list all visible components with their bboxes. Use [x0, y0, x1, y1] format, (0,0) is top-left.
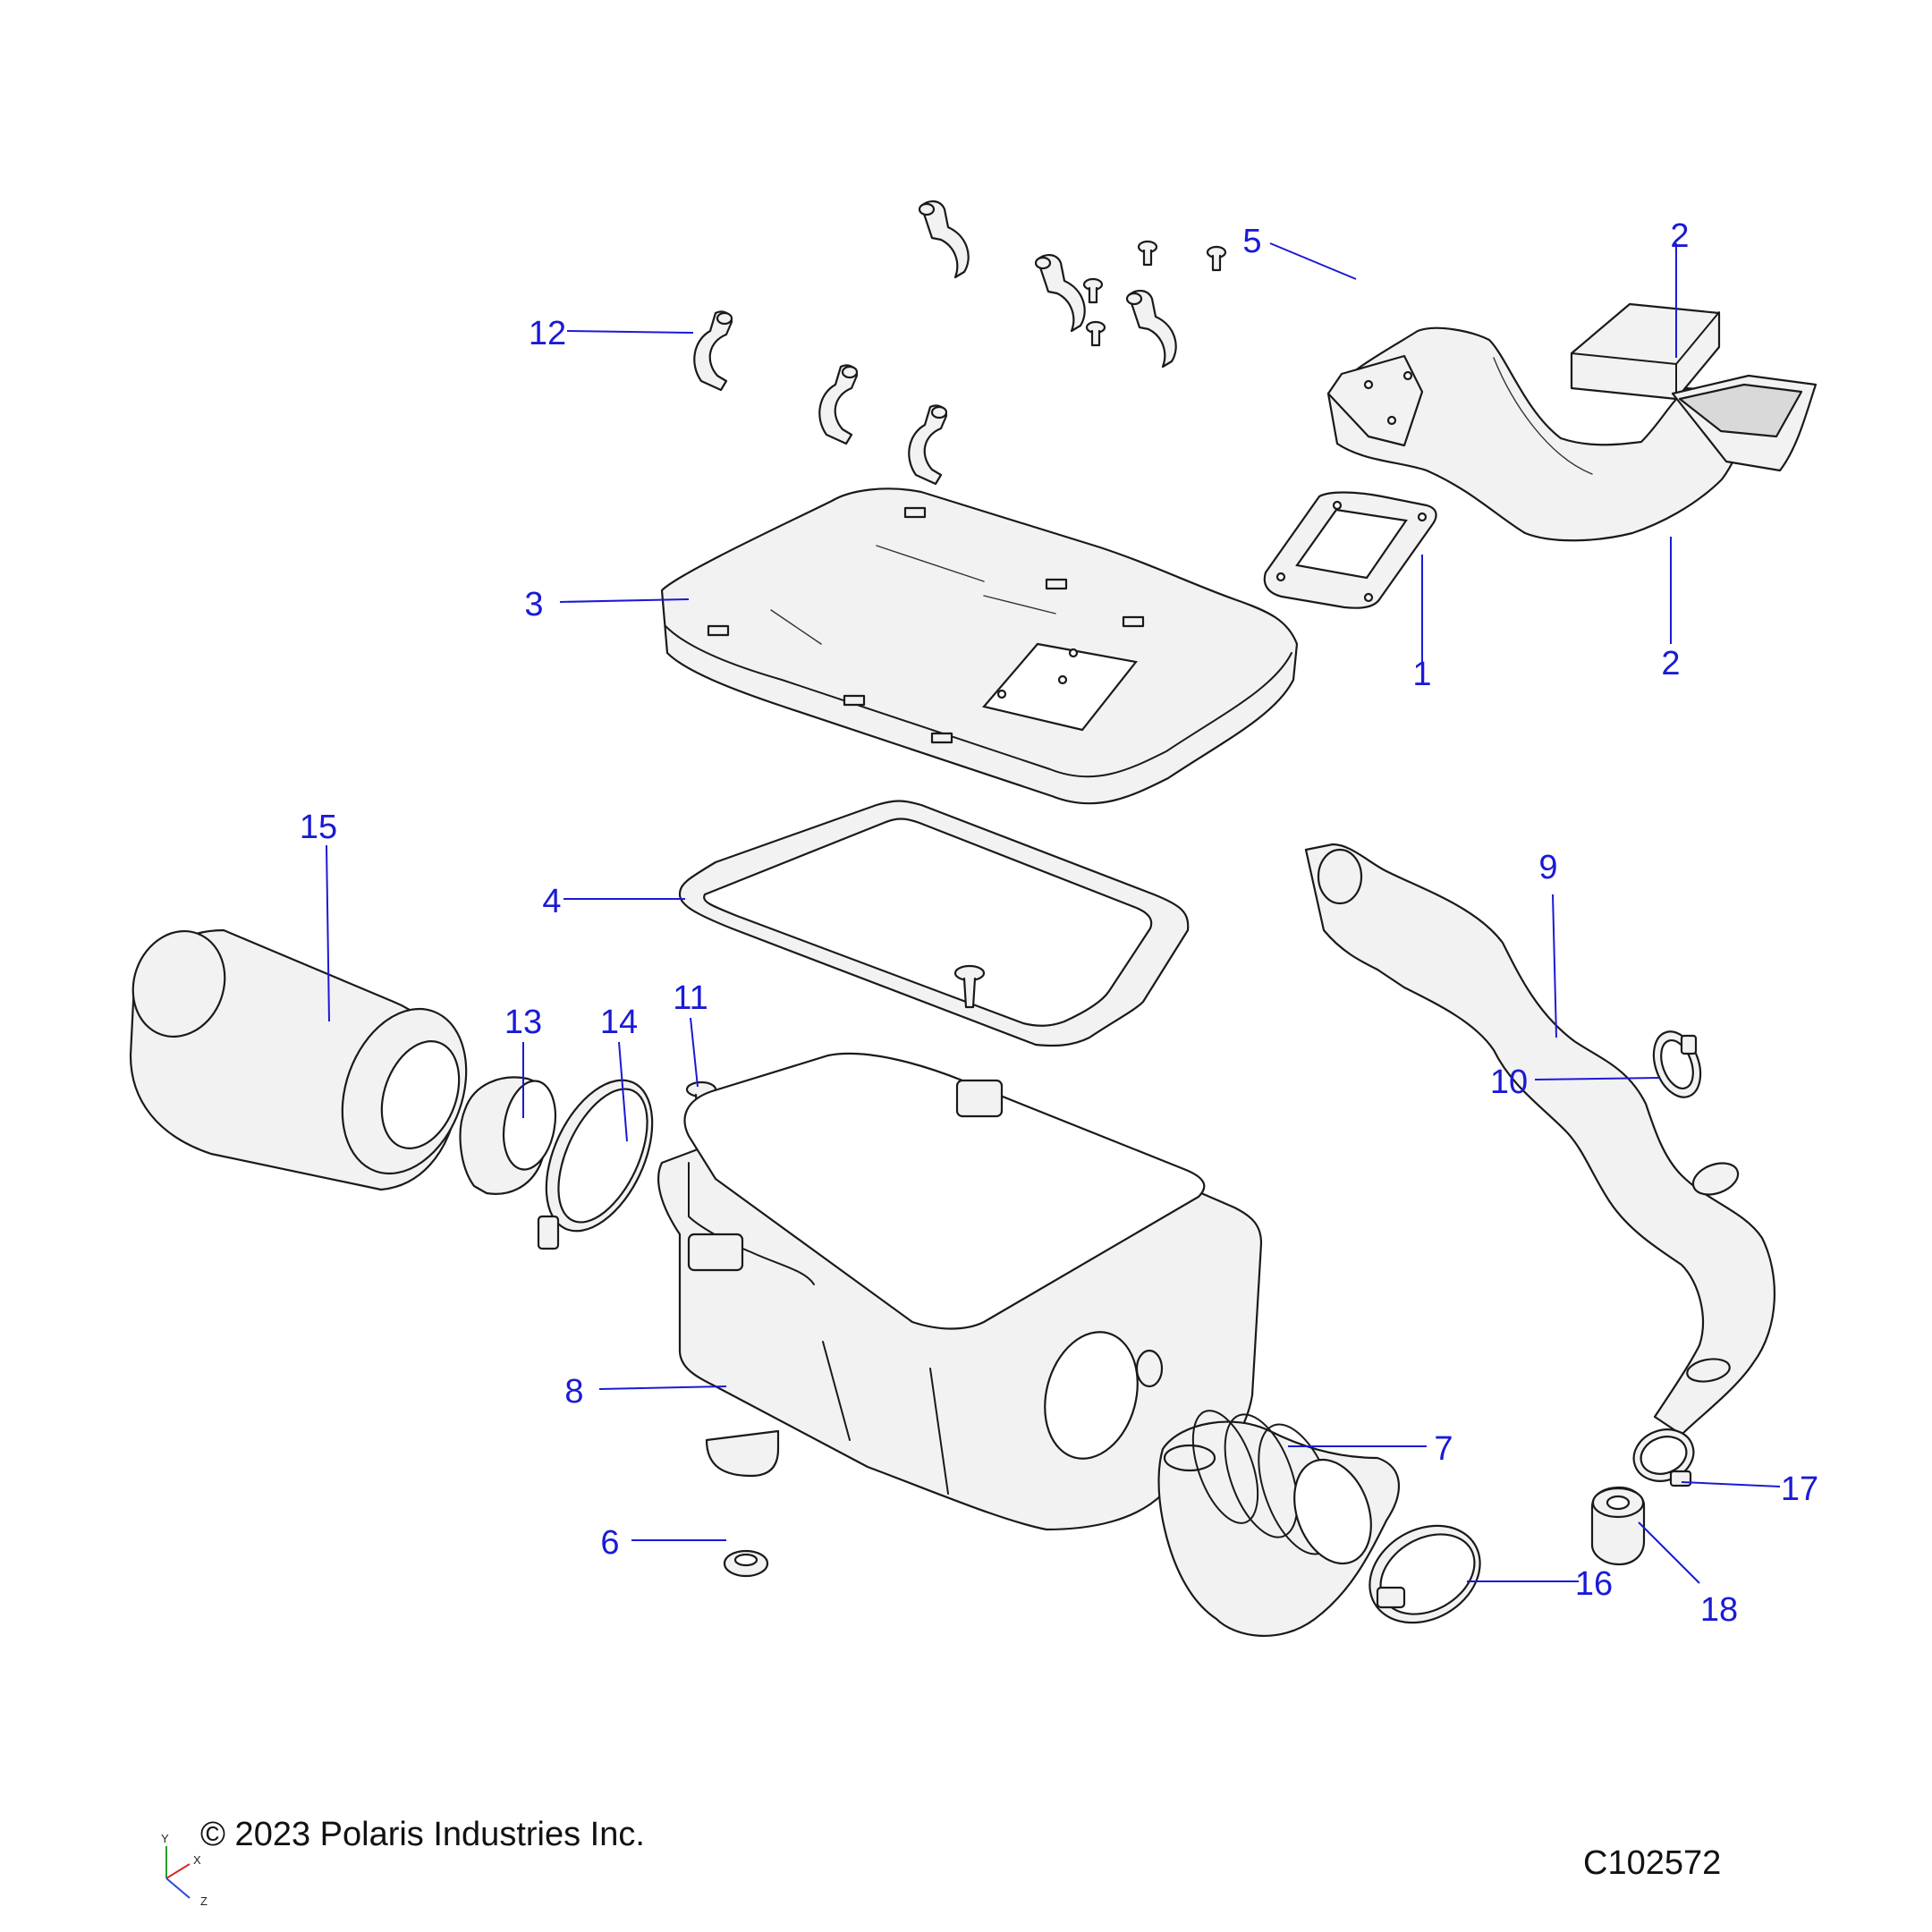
callout-labels: 1 2 2 3 4 5 6 7 8 9 10 11 12 13 14 15 16…	[300, 217, 1818, 1629]
retaining-clips	[693, 200, 1177, 486]
copyright-notice: © 2023 Polaris Industries Inc.	[200, 1816, 645, 1853]
airbox-seal	[678, 800, 1190, 1047]
callout-2-pad: 2	[1670, 217, 1689, 255]
vent-hose	[1304, 843, 1776, 1436]
airbox-cover	[660, 487, 1299, 805]
bolt-upper	[953, 964, 986, 1009]
callout-16: 16	[1575, 1565, 1613, 1603]
duct-gasket	[1263, 491, 1437, 609]
callout-18: 18	[1700, 1591, 1738, 1629]
small-clamp	[1632, 1428, 1695, 1487]
axis-x-label: X	[193, 1853, 201, 1867]
callout-7: 7	[1434, 1430, 1453, 1468]
callout-9: 9	[1538, 849, 1557, 886]
drain-grommet	[723, 1549, 769, 1578]
callout-1: 1	[1412, 656, 1431, 693]
filter-sleeve	[459, 1076, 557, 1195]
hose-clamp	[1652, 1030, 1702, 1098]
axis-triad: Y X Z	[161, 1832, 208, 1908]
foam-pad	[1570, 302, 1721, 401]
axis-z-label: Z	[200, 1894, 208, 1908]
callout-5: 5	[1242, 223, 1261, 260]
intake-boot	[1157, 1410, 1400, 1637]
airbox-body	[657, 1052, 1263, 1531]
intake-duct	[1326, 326, 1818, 542]
callout-10: 10	[1490, 1063, 1528, 1101]
air-filter	[129, 928, 468, 1191]
leader-lines	[326, 242, 1781, 1584]
callout-17: 17	[1781, 1470, 1818, 1508]
callout-12: 12	[529, 315, 566, 352]
callout-2-duct: 2	[1661, 645, 1680, 682]
callout-4: 4	[542, 883, 561, 920]
callout-14: 14	[600, 1004, 638, 1041]
boot-clamp	[1368, 1524, 1481, 1624]
callout-3: 3	[524, 586, 543, 623]
callout-8: 8	[564, 1373, 583, 1411]
callout-13: 13	[504, 1004, 542, 1041]
spacer-sleeve	[1590, 1486, 1646, 1566]
drawing-number: C102572	[1583, 1844, 1722, 1882]
callout-15: 15	[300, 809, 337, 846]
axis-y-label: Y	[161, 1832, 169, 1845]
screws	[1082, 240, 1227, 347]
callout-11: 11	[673, 979, 708, 1017]
callout-6: 6	[600, 1524, 619, 1562]
